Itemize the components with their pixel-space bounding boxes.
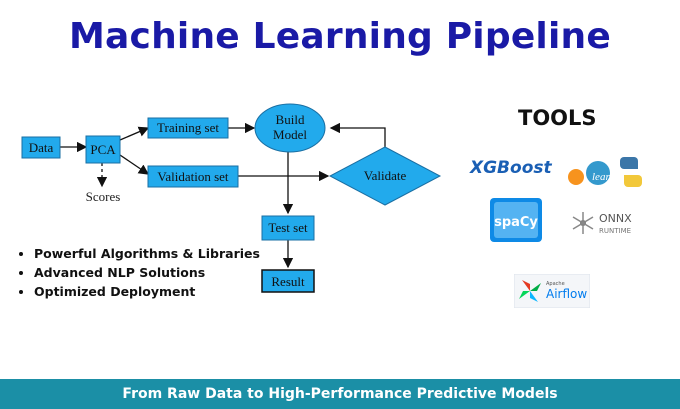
python-snake-top (620, 157, 638, 169)
node-test-set-label: Test set (268, 220, 308, 235)
node-test-set: Test set (261, 215, 315, 241)
xgboost-logo: XGBoost (470, 158, 552, 178)
node-build-model: Build Model (254, 103, 326, 153)
tools-heading: TOOLS (518, 106, 597, 130)
onnx-runtime-logo: ONNX RUNTIME (572, 212, 632, 235)
spacy-logo: spaCy (490, 198, 542, 242)
feature-list: Powerful Algorithms & Libraries Advanced… (16, 246, 260, 303)
node-validation-set: Validation set (147, 165, 239, 188)
feature-item: Advanced NLP Solutions (34, 265, 260, 281)
spacy-label: spaCy (494, 215, 538, 230)
airflow-small-label: Apache (546, 281, 565, 287)
onnx-runtime-label: RUNTIME (599, 227, 631, 235)
node-validate: Validate (328, 146, 442, 206)
node-validation-set-label: Validation set (157, 169, 229, 184)
footer-banner: From Raw Data to High-Performance Predic… (0, 379, 680, 409)
node-result-label: Result (271, 274, 305, 289)
airflow-label: Airflow (546, 287, 587, 301)
sklearn-python-logo: learn (568, 157, 642, 187)
node-data-label: Data (29, 140, 54, 155)
airflow-logo: Apache Airflow (514, 274, 590, 308)
node-build-model-label-2: Model (273, 127, 307, 142)
node-data: Data (21, 136, 61, 159)
node-pca-label: PCA (90, 142, 116, 157)
node-scores-label: Scores (86, 189, 121, 204)
feature-item: Powerful Algorithms & Libraries (34, 246, 260, 262)
airflow-pinwheel-icon (519, 280, 541, 302)
edge-validate-build (329, 122, 386, 147)
node-training-set: Training set (147, 117, 229, 139)
onnx-icon (572, 212, 594, 234)
page-title: Machine Learning Pipeline (69, 16, 611, 57)
node-training-set-label: Training set (157, 120, 219, 135)
node-pca: PCA (85, 135, 121, 164)
node-build-model-label-1: Build (276, 112, 305, 127)
onnx-label: ONNX (599, 212, 632, 225)
node-validate-label: Validate (364, 168, 407, 183)
node-result: Result (261, 269, 315, 293)
sklearn-label: learn (592, 171, 616, 183)
feature-item: Optimized Deployment (34, 284, 260, 300)
python-snake-bottom (624, 175, 642, 187)
edge-pca-validation (119, 154, 150, 175)
edge-pca-training (119, 126, 150, 141)
